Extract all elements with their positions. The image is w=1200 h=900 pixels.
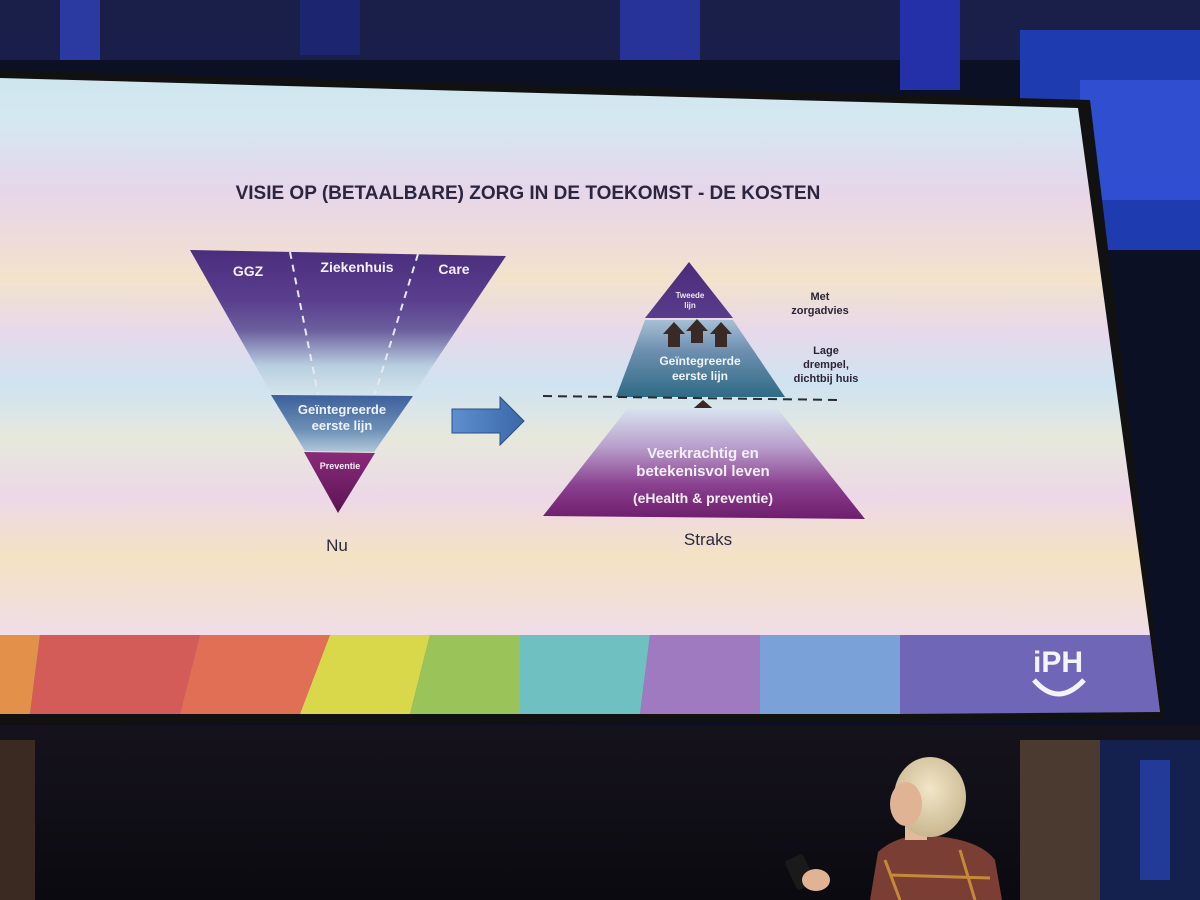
speaker <box>785 757 1002 900</box>
caption-straks: Straks <box>684 530 732 549</box>
speaker-hand <box>802 869 830 891</box>
upward-arrows <box>663 319 732 347</box>
inverted-pyramid-diagram: GGZ Ziekenhuis Care Geïntegreerde eerste… <box>190 250 506 555</box>
slide-title: VISIE OP (BETAALBARE) ZORG IN DE TOEKOMS… <box>236 183 821 204</box>
section-care: Care <box>438 261 469 277</box>
threshold-line <box>542 395 841 401</box>
arrow-up-icon <box>663 322 685 347</box>
side-light <box>1080 80 1200 200</box>
section-divider <box>289 251 319 395</box>
note-lage-drempel-line1: Lage <box>813 345 839 357</box>
slide-canvas <box>0 78 1150 635</box>
stage-blue-light <box>1140 760 1170 880</box>
note-lage-drempel-line3: dichtbij huis <box>794 373 859 385</box>
arrow-up-icon <box>710 322 732 347</box>
inverted-pyramid-tip <box>304 452 375 513</box>
base-label-line3: (eHealth & preventie) <box>633 490 773 506</box>
inverted-pyramid-middle <box>271 395 413 452</box>
transition-arrow <box>451 395 525 447</box>
arrow-up-icon <box>686 319 708 343</box>
stage-pillar <box>0 740 35 900</box>
section-ziekenhuis: Ziekenhuis <box>320 259 393 275</box>
pyramid-middle <box>616 320 785 397</box>
base-label-line1: Veerkrachtig en <box>647 445 759 462</box>
pyramid-top <box>645 262 733 318</box>
caption-nu: Nu <box>326 536 348 555</box>
ceiling-light <box>300 0 360 55</box>
speaker-face <box>890 782 922 826</box>
pyramid-diagram: Tweede lijn Geïntegreerde eerste lijn Ve… <box>542 262 865 549</box>
base-label-line2: betekenisvol leven <box>636 463 769 480</box>
middle-label-line1: Geïntegreerde <box>298 402 386 417</box>
mid-label-line1: Geïntegreerde <box>659 354 741 368</box>
note-met-zorgadvies-line1: Met <box>811 291 830 303</box>
ceiling-light <box>620 0 700 60</box>
middle-label-line2: eerste lijn <box>312 418 373 433</box>
top-label-line1: Tweede <box>676 291 705 300</box>
note-met-zorgadvies-line2: zorgadvies <box>791 305 848 317</box>
stage-backdrop <box>0 725 1200 900</box>
stage-pillar <box>1020 740 1100 900</box>
slide-footer-band <box>0 635 1160 714</box>
iph-logo: iPH <box>1032 646 1086 697</box>
tip-label: Preventie <box>320 461 361 471</box>
section-ggz: GGZ <box>233 263 264 279</box>
logo-text: iPH <box>1033 646 1083 679</box>
inverted-pyramid-top <box>190 250 506 395</box>
top-label-line2: lijn <box>684 301 696 310</box>
mid-label-line2: eerste lijn <box>672 369 728 383</box>
note-lage-drempel-line2: drempel, <box>803 359 849 371</box>
pyramid-base <box>543 408 865 519</box>
ceiling-light <box>60 0 100 60</box>
section-divider <box>374 253 419 395</box>
ceiling-light <box>900 0 960 90</box>
ceiling-lights <box>0 0 1200 60</box>
